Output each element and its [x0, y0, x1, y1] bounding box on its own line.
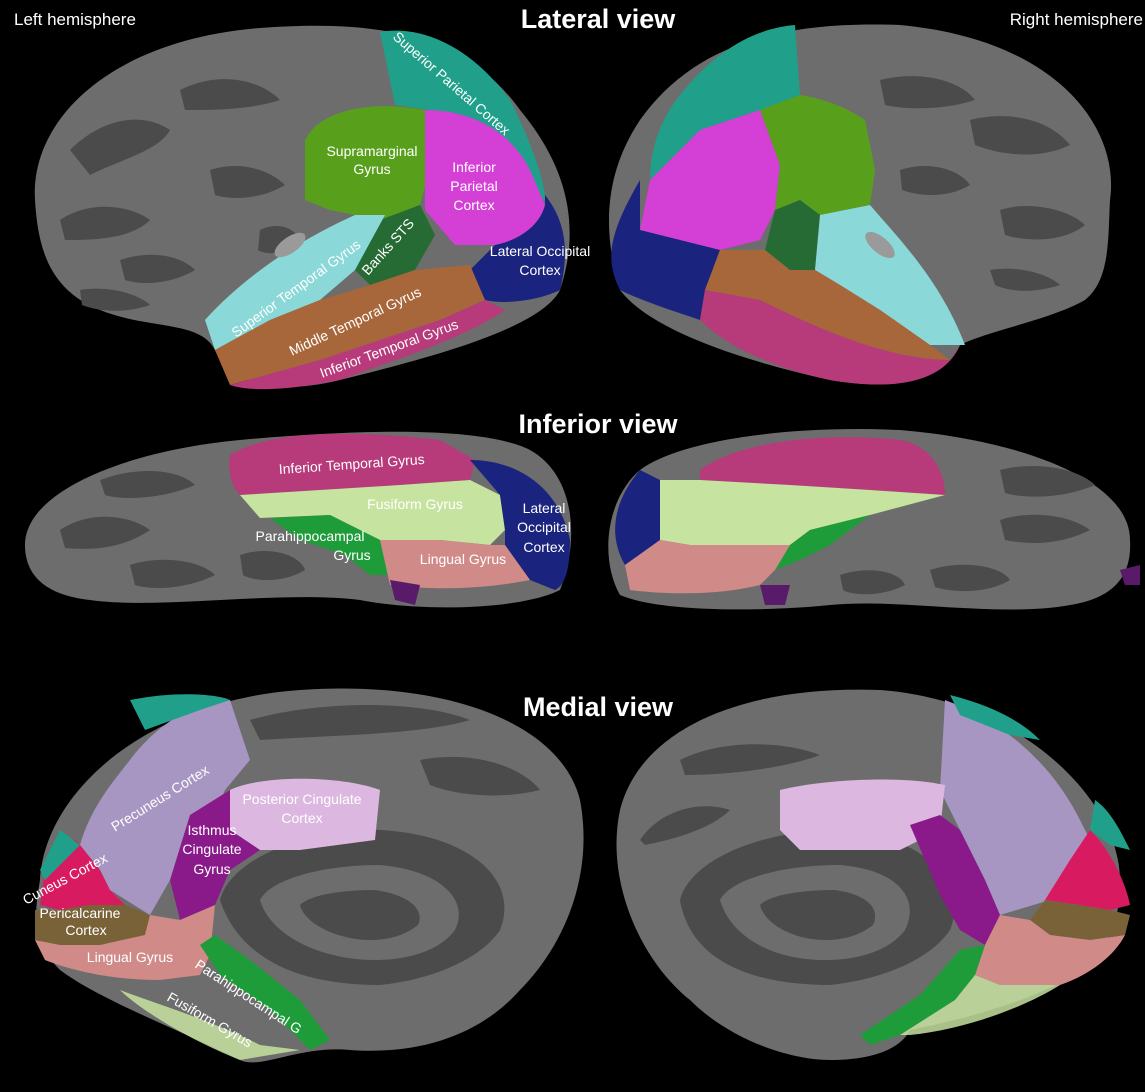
- label-posterior-cingulate-1: Posterior Cingulate: [242, 791, 361, 807]
- label-lingual-inferior: Lingual Gyrus: [420, 551, 506, 567]
- lateral-right-hemisphere: [609, 24, 1111, 384]
- label-lateral-occipital-1: Lateral Occipital: [490, 243, 590, 259]
- right-hemisphere-label: Right hemisphere: [1010, 10, 1143, 29]
- label-inferior-parietal-3: Cortex: [453, 197, 494, 213]
- label-lateral-occipital-inferior-3: Cortex: [523, 539, 564, 555]
- label-inferior-parietal-2: Parietal: [450, 178, 497, 194]
- inferior-left-hemisphere: [25, 432, 571, 608]
- medial-right-hemisphere: [616, 690, 1130, 1060]
- label-isthmus-2: Cingulate: [182, 841, 241, 857]
- inferior-right-hemisphere: [608, 429, 1140, 609]
- label-posterior-cingulate-2: Cortex: [281, 810, 322, 826]
- label-pericalcarine-2: Cortex: [65, 922, 106, 938]
- medial-left-hemisphere: [35, 688, 584, 1062]
- left-hemisphere-label: Left hemisphere: [14, 10, 136, 29]
- label-supramarginal-1: Supramarginal: [326, 143, 417, 159]
- medial-view-title: Medial view: [523, 692, 674, 722]
- label-isthmus-1: Isthmus: [187, 822, 236, 838]
- label-parahippocampal-inferior-2: Gyrus: [333, 547, 370, 563]
- inferior-view-title: Inferior view: [518, 409, 678, 439]
- label-isthmus-3: Gyrus: [193, 861, 230, 877]
- label-lateral-occipital-inferior-1: Lateral: [523, 500, 566, 516]
- label-lingual-medial: Lingual Gyrus: [87, 949, 173, 965]
- label-fusiform-inferior: Fusiform Gyrus: [367, 496, 463, 512]
- label-lateral-occipital-inferior-2: Occipital: [517, 519, 571, 535]
- label-inferior-parietal-1: Inferior: [452, 159, 496, 175]
- label-lateral-occipital-2: Cortex: [519, 262, 560, 278]
- lateral-view-title: Lateral view: [521, 4, 677, 34]
- label-pericalcarine-1: Pericalcarine: [40, 905, 121, 921]
- label-parahippocampal-inferior-1: Parahippocampal: [256, 528, 365, 544]
- label-supramarginal-2: Gyrus: [353, 161, 390, 177]
